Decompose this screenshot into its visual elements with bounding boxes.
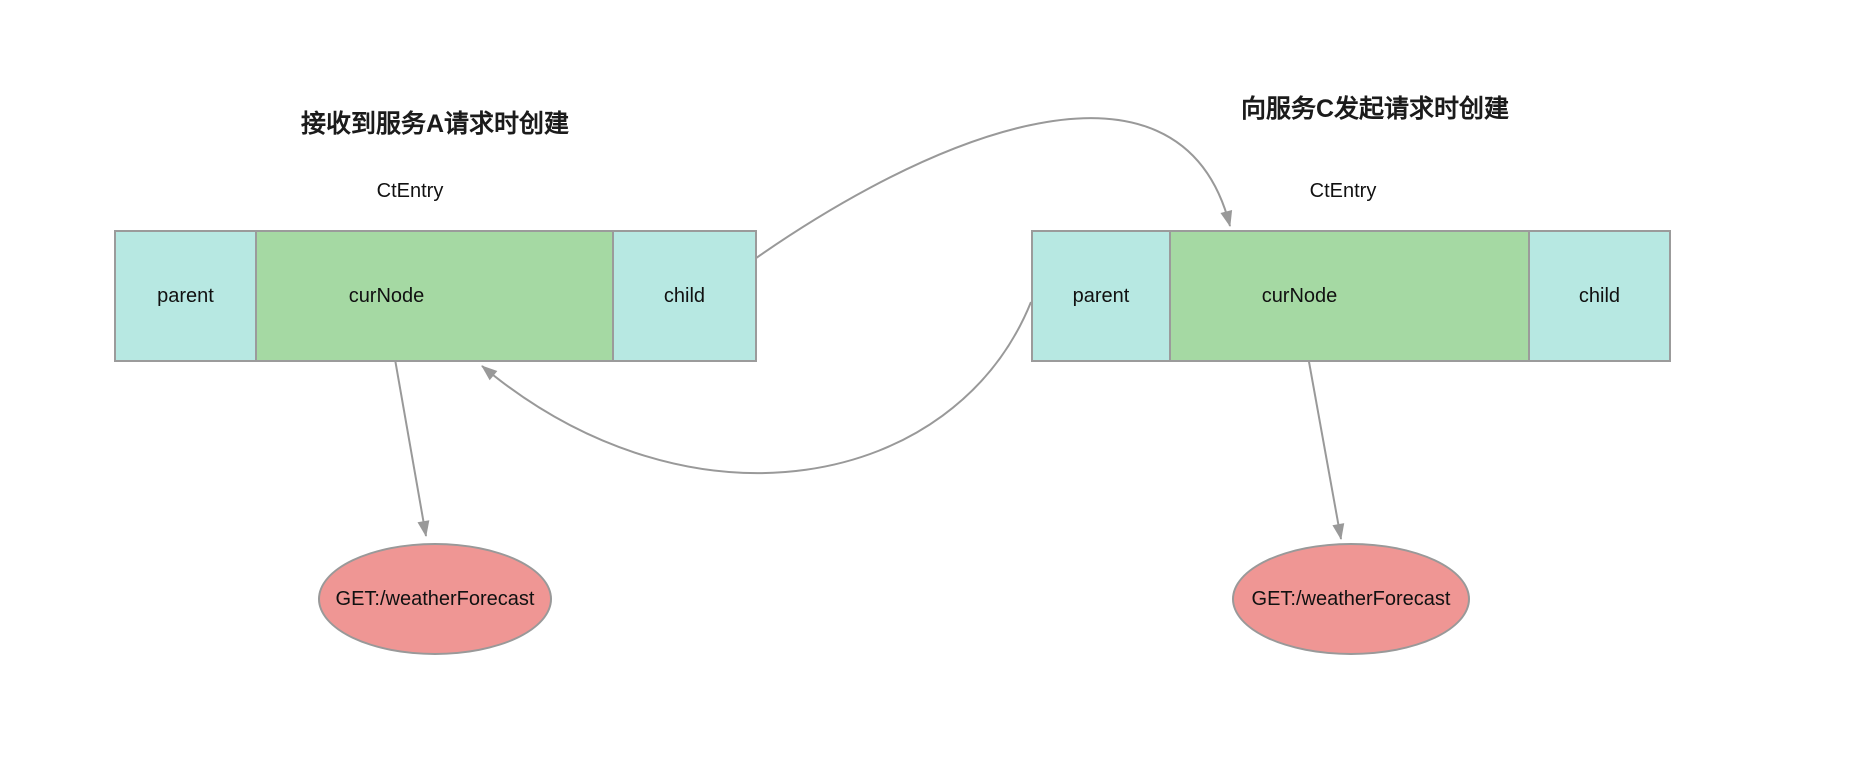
- annotation-left: 接收到服务A请求时创建: [300, 110, 570, 138]
- struct-title-left: CtEntry: [376, 180, 444, 202]
- endpoint-ellipse-left: GET:/weatherForecast: [318, 543, 552, 655]
- cell-curnode-right-label: curNode: [1261, 284, 1338, 307]
- edge-left-child-to-right-ctentry: [702, 117, 1233, 298]
- ctentry-box-right: parent curNode child: [1031, 230, 1671, 362]
- cell-child-right: child: [1530, 230, 1671, 362]
- edge-right-parent-to-left-ctentry: [481, 301, 1032, 475]
- ctentry-box-left: parent curNode child: [114, 230, 757, 362]
- endpoint-right-label: GET:/weatherForecast: [1251, 587, 1451, 610]
- cell-curnode-right: curNode: [1171, 230, 1530, 362]
- cell-parent-right: parent: [1031, 230, 1171, 362]
- cell-parent-left-label: parent: [157, 284, 214, 307]
- cell-child-right-label: child: [1578, 284, 1621, 307]
- cell-parent-left: parent: [114, 230, 257, 362]
- cell-parent-right-label: parent: [1072, 284, 1130, 307]
- annotation-right: 向服务C发起请求时创建: [1240, 95, 1510, 123]
- struct-title-right: CtEntry: [1309, 180, 1377, 202]
- cell-curnode-left: curNode: [257, 230, 614, 362]
- cell-child-left: child: [614, 230, 757, 362]
- endpoint-left-label: GET:/weatherForecast: [335, 587, 535, 610]
- cell-curnode-left-label: curNode: [348, 284, 425, 307]
- cell-child-left-label: child: [663, 284, 706, 307]
- endpoint-ellipse-right: GET:/weatherForecast: [1232, 543, 1470, 655]
